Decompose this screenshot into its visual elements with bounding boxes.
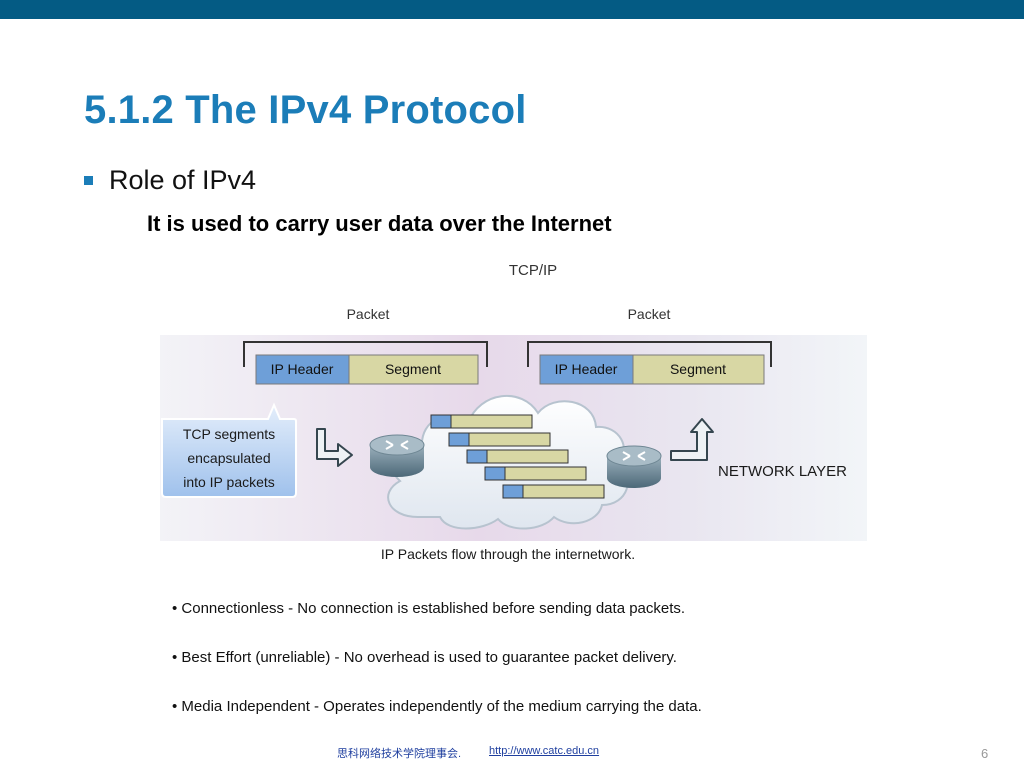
right-packet-label: Packet	[628, 306, 671, 322]
left-packet-label: Packet	[347, 306, 390, 322]
flow-packet-segment	[504, 466, 587, 481]
feature-list: • Connectionless - No connection is esta…	[172, 598, 702, 745]
flow-packet-header	[484, 466, 506, 481]
slide-title: 5.1.2 The IPv4 Protocol	[84, 88, 527, 132]
right-segment-box	[632, 354, 765, 385]
ipv4-diagram: TCP/IP Packet IP Header Segment Packet I…	[160, 262, 867, 562]
router-icon	[369, 434, 425, 477]
flow-packet-segment	[486, 449, 569, 464]
flow-packet-segment	[450, 414, 533, 429]
footer-organization: 思科网络技术学院理事会.	[337, 748, 462, 760]
callout-line: TCP segments	[183, 426, 275, 442]
right-segment-label: Segment	[670, 361, 726, 377]
flow-packet-segment	[468, 432, 551, 447]
callout-line: into IP packets	[183, 474, 275, 490]
flow-packet	[448, 432, 551, 447]
callout-box: TCP segments encapsulated into IP packet…	[161, 402, 297, 498]
flow-packet-header	[430, 414, 452, 429]
right-packet: IP Header Segment	[539, 354, 765, 385]
left-packet: IP Header Segment	[255, 354, 479, 385]
right-packet-bracket	[527, 341, 772, 367]
left-segment-label: Segment	[385, 361, 441, 377]
flow-packet-segment	[522, 484, 605, 499]
flow-packet	[430, 414, 533, 429]
packet-flow	[430, 414, 605, 499]
flow-packet	[484, 466, 587, 481]
bullet-square-icon	[84, 176, 93, 185]
left-ip-header-box	[255, 354, 350, 385]
arrow-right-up-icon	[670, 418, 714, 461]
right-ip-header-box	[539, 354, 634, 385]
top-banner	[0, 0, 1024, 19]
bullet-text: Role of IPv4	[109, 165, 257, 195]
flow-packet-header	[448, 432, 470, 447]
network-layer-label: NETWORK LAYER	[718, 463, 847, 480]
router-icon	[606, 445, 662, 488]
page-number: 6	[981, 746, 989, 761]
flow-packet	[502, 484, 605, 499]
callout-line: encapsulated	[187, 450, 270, 466]
feature-item: • Connectionless - No connection is esta…	[172, 600, 686, 617]
feature-item: • Media Independent - Operates independe…	[172, 698, 702, 715]
diagram-heading: TCP/IP	[509, 262, 557, 279]
left-ip-header-label: IP Header	[271, 361, 334, 377]
feature-item: • Best Effort (unreliable) - No overhead…	[172, 649, 677, 666]
flow-packet	[466, 449, 569, 464]
diagram-caption: IP Packets flow through the internetwork…	[381, 546, 635, 562]
flow-packet-header	[502, 484, 524, 499]
right-ip-header-label: IP Header	[555, 361, 618, 377]
left-segment-box	[348, 354, 479, 385]
bullet-role: Role of IPv4	[84, 165, 256, 196]
arrow-down-right-icon	[316, 428, 353, 467]
role-description: It is used to carry user data over the I…	[147, 211, 612, 236]
flow-packet-header	[466, 449, 488, 464]
footer-url-link[interactable]: http://www.catc.edu.cn	[489, 745, 600, 757]
left-packet-bracket	[243, 341, 488, 367]
